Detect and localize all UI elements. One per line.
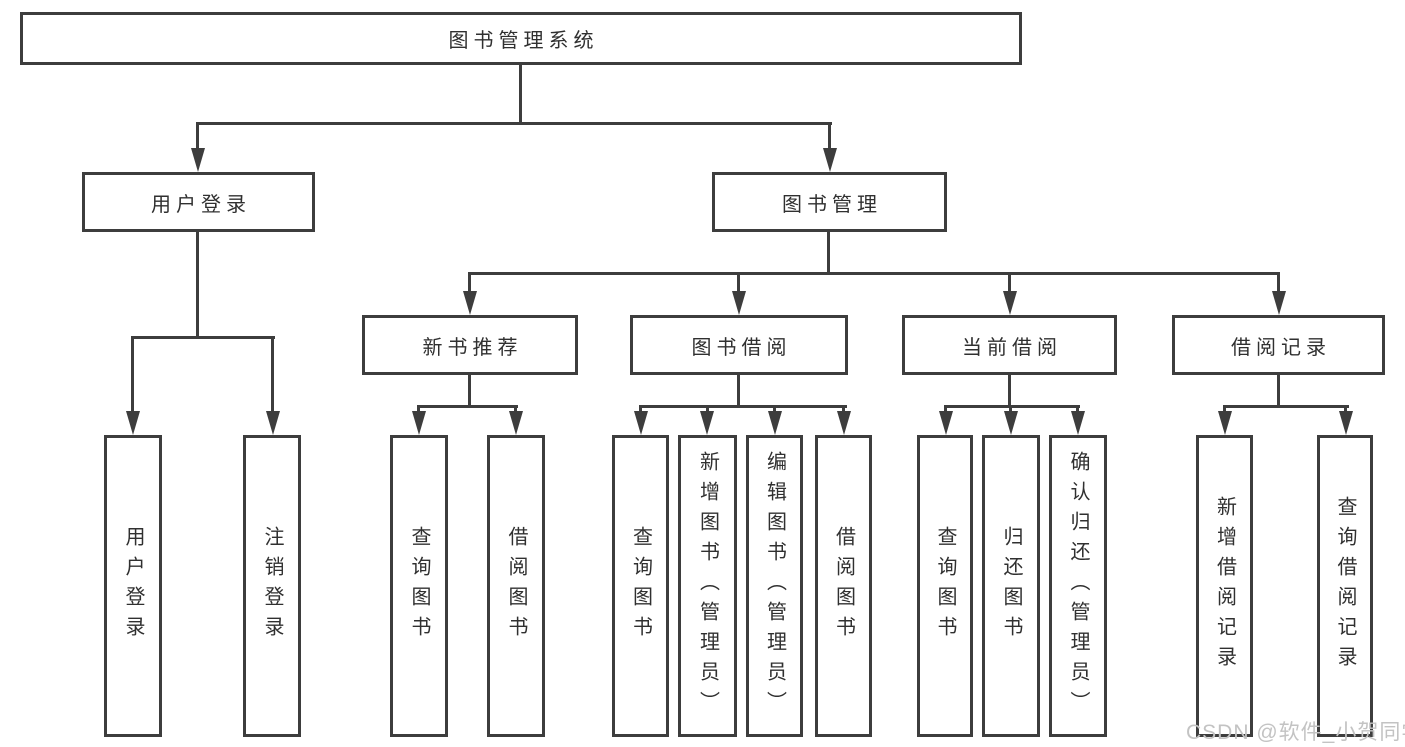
node-user-login: 用户登录 <box>82 172 315 232</box>
connector-drop <box>1076 405 1079 413</box>
arrowhead-down <box>509 411 523 435</box>
connector-borrow-stem <box>737 375 740 405</box>
leaf-recommend-borrow-books: 借阅图书 <box>487 435 545 737</box>
node-current-borrow: 当前借阅 <box>902 315 1117 375</box>
connector-records-bar <box>1223 405 1349 408</box>
arrowhead-down <box>126 411 140 435</box>
connector-drop <box>944 405 947 413</box>
arrowhead-down <box>412 411 426 435</box>
arrowhead-down <box>768 411 782 435</box>
node-book-management: 图书管理 <box>712 172 947 232</box>
arrowhead-down <box>939 411 953 435</box>
leaf-borrow-edit-books-admin: 编辑图书（管理员） <box>746 435 803 737</box>
connector-newbook-bar <box>417 405 518 408</box>
connector-drop <box>828 122 831 150</box>
arrowhead-down <box>1272 291 1286 315</box>
connector-records-stem <box>1277 375 1280 405</box>
leaf-records-query-record: 查询借阅记录 <box>1317 435 1373 737</box>
arrowhead-down <box>1071 411 1085 435</box>
leaf-user-login: 用户登录 <box>104 435 162 737</box>
arrowhead-down <box>463 291 477 315</box>
arrowhead-down <box>732 291 746 315</box>
arrowhead-down <box>1003 291 1017 315</box>
node-new-book-recommend: 新书推荐 <box>362 315 578 375</box>
connector-drop <box>271 336 274 413</box>
connector-bookmgmt-bar <box>468 272 1280 275</box>
connector-drop <box>639 405 642 413</box>
connector-drop <box>737 272 740 293</box>
arrowhead-down <box>634 411 648 435</box>
connector-drop <box>1277 272 1280 293</box>
connector-drop <box>706 405 709 413</box>
connector-drop <box>196 122 199 150</box>
node-book-borrow: 图书借阅 <box>630 315 848 375</box>
leaf-borrow-query-books: 查询图书 <box>612 435 669 737</box>
arrowhead-down <box>1339 411 1353 435</box>
arrowhead-down <box>823 148 837 172</box>
arrowhead-down <box>191 148 205 172</box>
connector-root-bar <box>196 122 832 125</box>
connector-borrow-bar <box>639 405 847 408</box>
connector-drop <box>468 272 471 293</box>
arrowhead-down <box>1218 411 1232 435</box>
leaf-borrow-borrow-books: 借阅图书 <box>815 435 872 737</box>
arrowhead-down <box>837 411 851 435</box>
connector-drop <box>842 405 845 413</box>
connector-userlogin-bar <box>131 336 275 339</box>
leaf-current-return-books: 归还图书 <box>982 435 1040 737</box>
node-root-system: 图书管理系统 <box>20 12 1022 65</box>
arrowhead-down <box>700 411 714 435</box>
connector-drop <box>1009 405 1012 413</box>
connector-drop <box>1223 405 1226 413</box>
leaf-logout: 注销登录 <box>243 435 301 737</box>
leaf-current-query-books: 查询图书 <box>917 435 973 737</box>
connector-newbook-stem <box>468 375 471 405</box>
connector-current-bar <box>944 405 1080 408</box>
arrowhead-down <box>266 411 280 435</box>
leaf-records-add-record: 新增借阅记录 <box>1196 435 1253 737</box>
arrowhead-down <box>1004 411 1018 435</box>
connector-bookmgmt-stem <box>827 232 830 272</box>
connector-drop <box>417 405 420 413</box>
connector-userlogin-stem <box>196 232 199 336</box>
connector-drop <box>131 336 134 413</box>
leaf-current-confirm-return-admin: 确认归还（管理员） <box>1049 435 1107 737</box>
leaf-recommend-query-books: 查询图书 <box>390 435 448 737</box>
connector-drop <box>514 405 517 413</box>
connector-drop <box>1344 405 1347 413</box>
leaf-borrow-add-books-admin: 新增图书（管理员） <box>678 435 737 737</box>
connector-drop <box>1008 272 1011 293</box>
connector-current-stem <box>1008 375 1011 405</box>
csdn-watermark: CSDN @软件_小贺同学 <box>1186 721 1405 744</box>
connector-drop <box>773 405 776 413</box>
node-borrow-records: 借阅记录 <box>1172 315 1385 375</box>
connector-root-stem <box>519 65 522 122</box>
